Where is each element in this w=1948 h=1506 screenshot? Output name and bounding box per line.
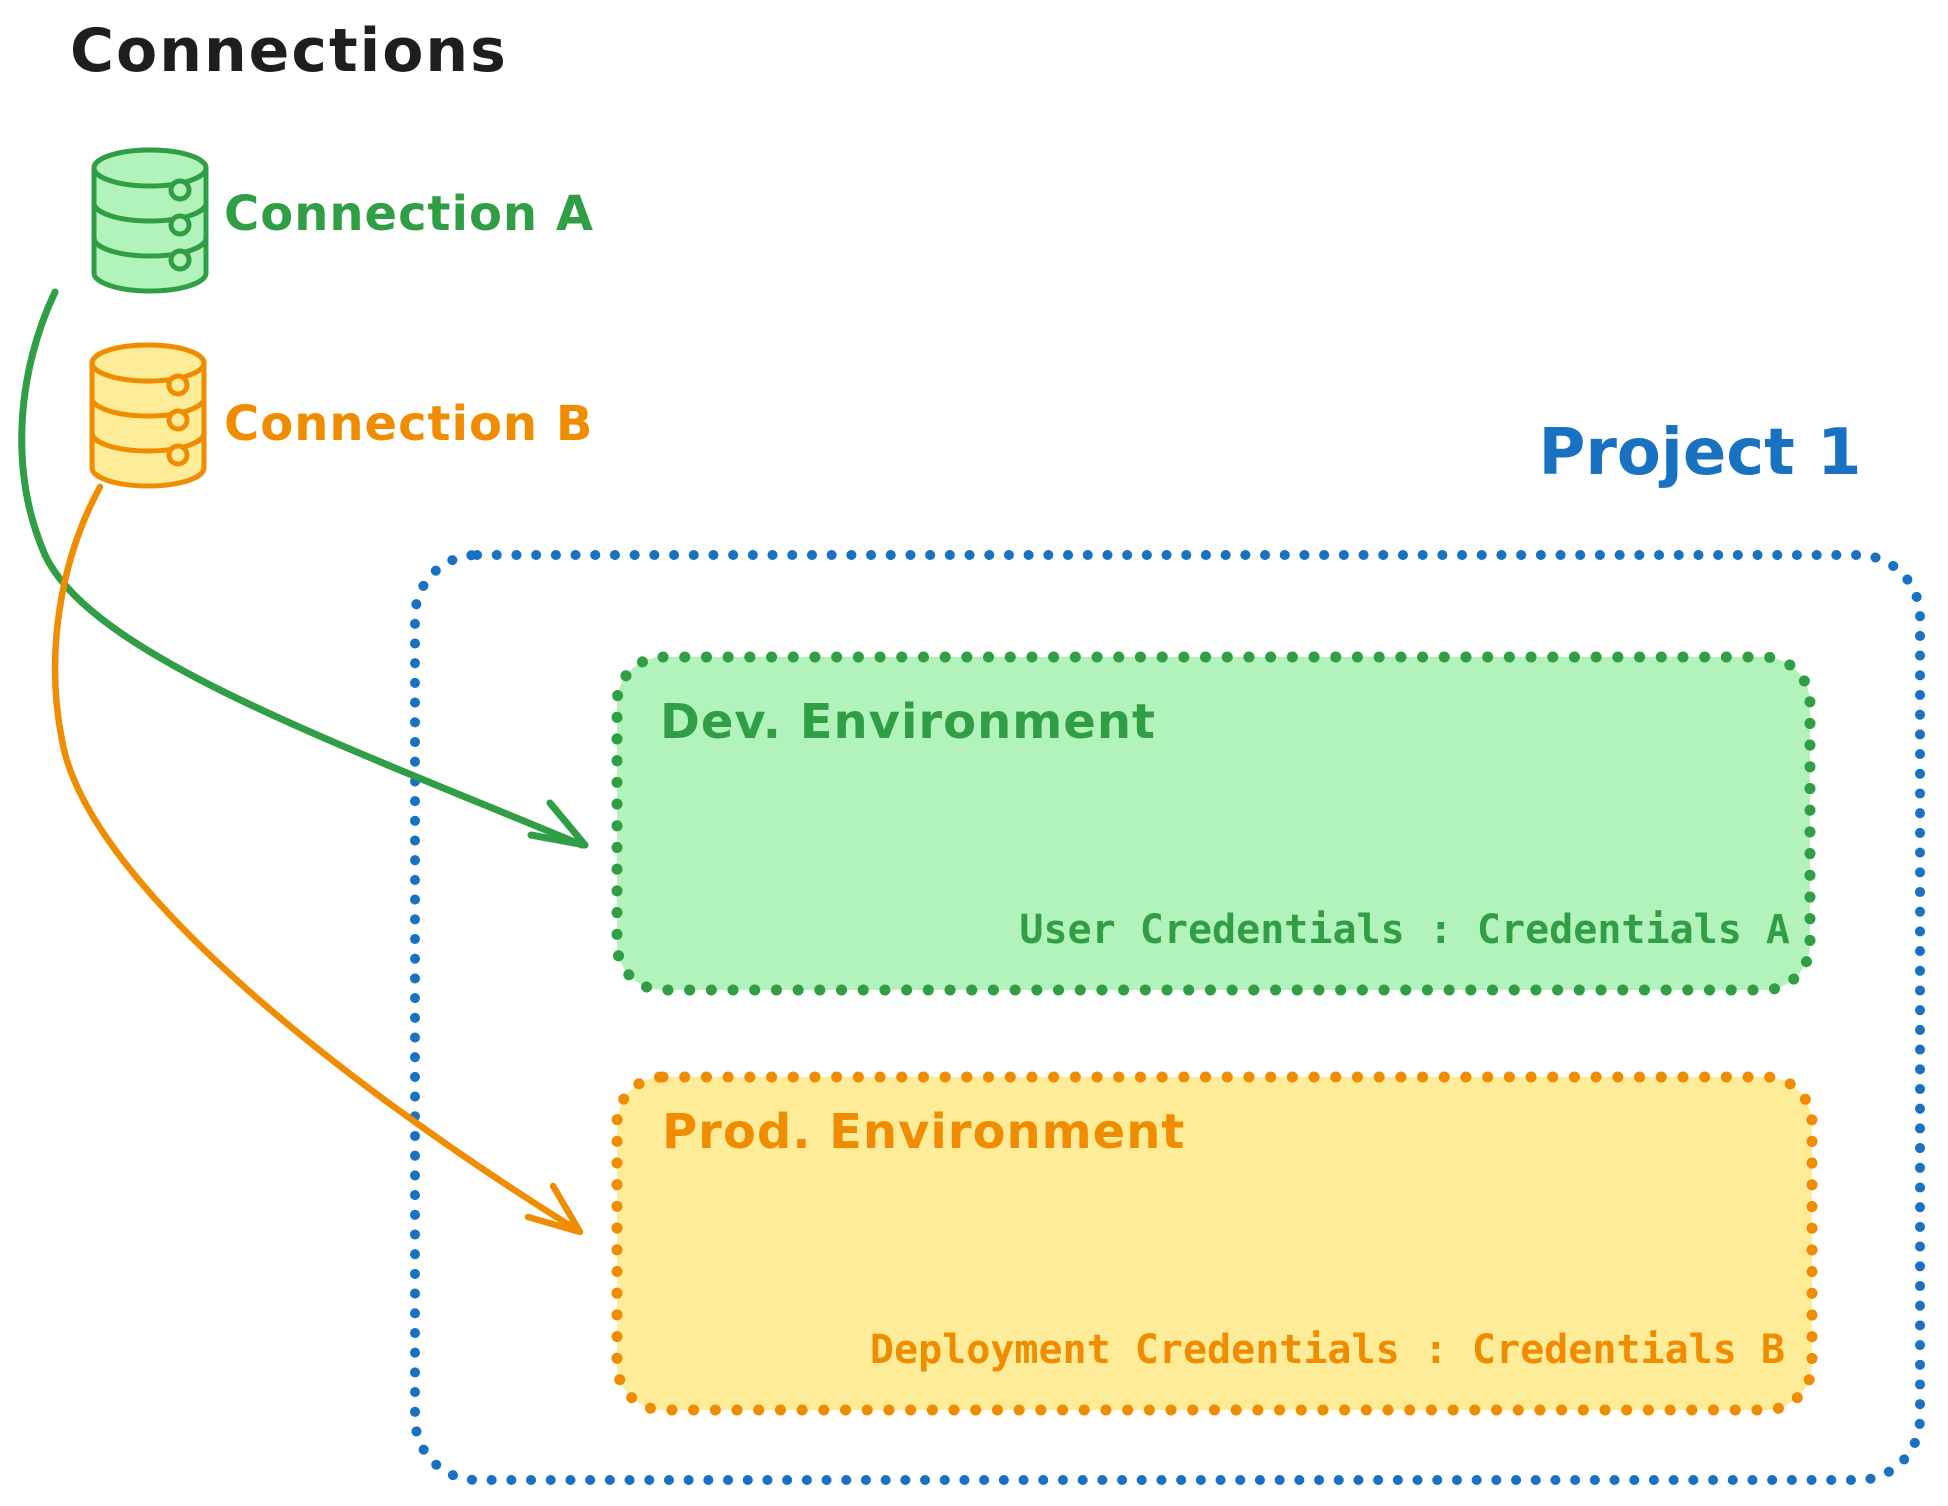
connection-b-label: Connection B xyxy=(224,396,594,452)
arrow-connection-a-to-dev[interactable] xyxy=(18,288,589,849)
database-icon[interactable] xyxy=(92,345,204,486)
connections-title: Connections xyxy=(70,16,508,86)
project-1-boundary[interactable] xyxy=(410,550,1925,1485)
arrow-connection-b-to-prod[interactable] xyxy=(51,483,584,1236)
dev-environment-credentials: User Credentials : Credentials A xyxy=(1019,907,1790,953)
project-1-label: Project 1 xyxy=(1538,416,1862,490)
dev-environment-box[interactable] xyxy=(611,651,1816,996)
database-icon[interactable] xyxy=(94,150,206,291)
connection-a-label: Connection A xyxy=(224,186,594,242)
prod-environment-credentials: Deployment Credentials : Credentials B xyxy=(869,1327,1785,1373)
dev-environment-name: Dev. Environment xyxy=(660,694,1156,750)
prod-environment-name: Prod. Environment xyxy=(662,1104,1186,1160)
prod-environment-box[interactable] xyxy=(611,1071,1818,1416)
